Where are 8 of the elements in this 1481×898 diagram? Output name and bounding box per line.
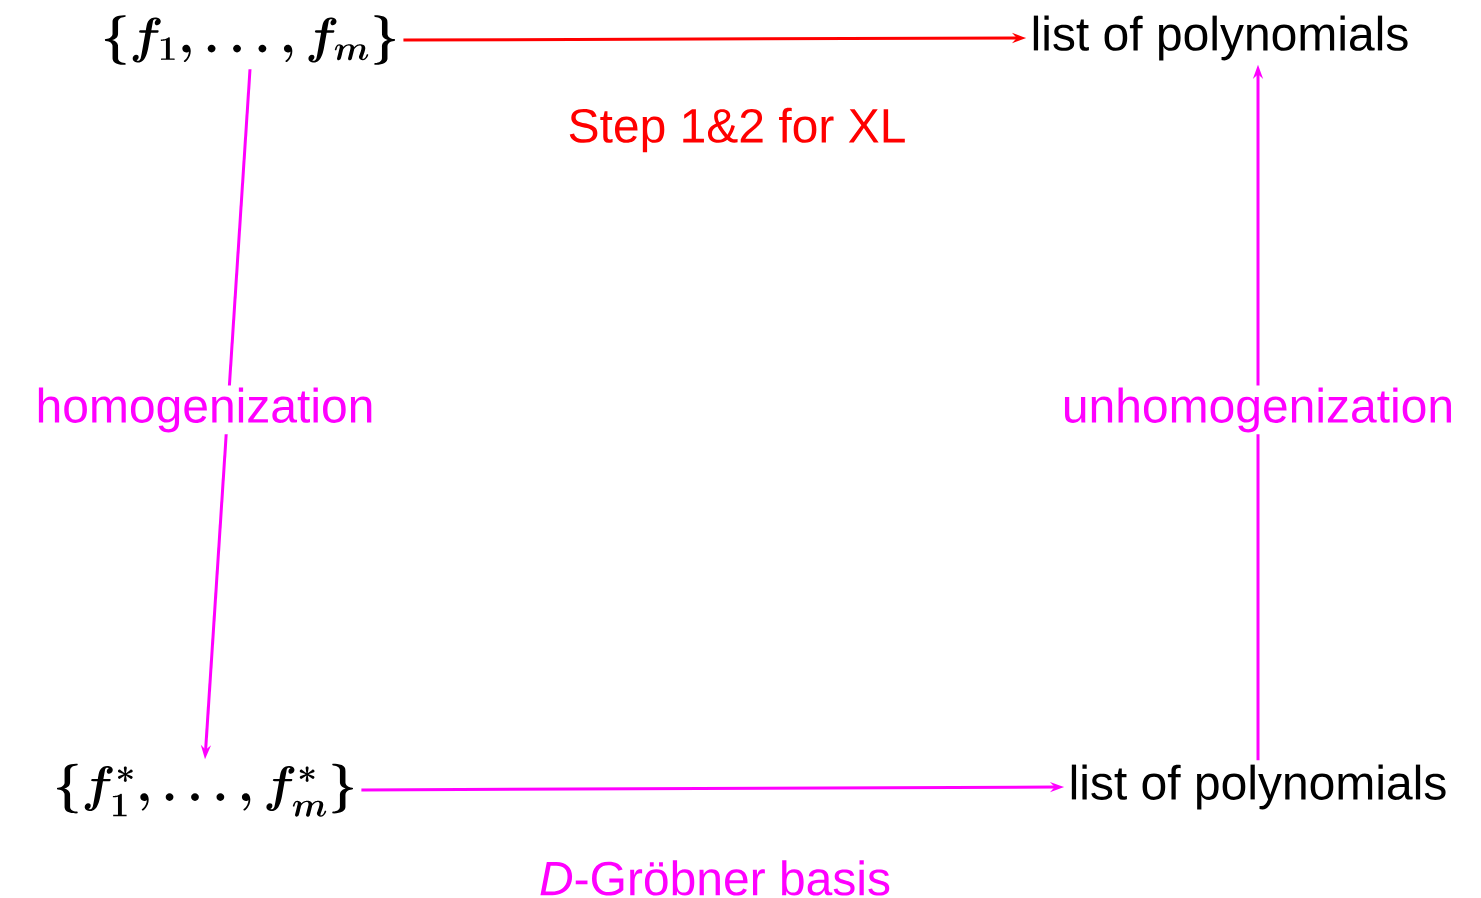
formula-label: $\{f_1,\ldots,f_m\}$ <box>104 15 396 65</box>
node-label: list of polynomials <box>1071 764 1446 810</box>
edge-label: homogenization <box>33 385 377 435</box>
node-label: list of polynomials <box>1033 15 1408 61</box>
formula-label: $\{f_1^*,\ldots,f_m^*\}$ <box>56 763 354 817</box>
edge-label: unhomogenization <box>1059 385 1457 435</box>
edge-label: Step 1&2 for XL <box>565 105 909 155</box>
edge-label: D-Gröbner basis <box>536 858 894 898</box>
